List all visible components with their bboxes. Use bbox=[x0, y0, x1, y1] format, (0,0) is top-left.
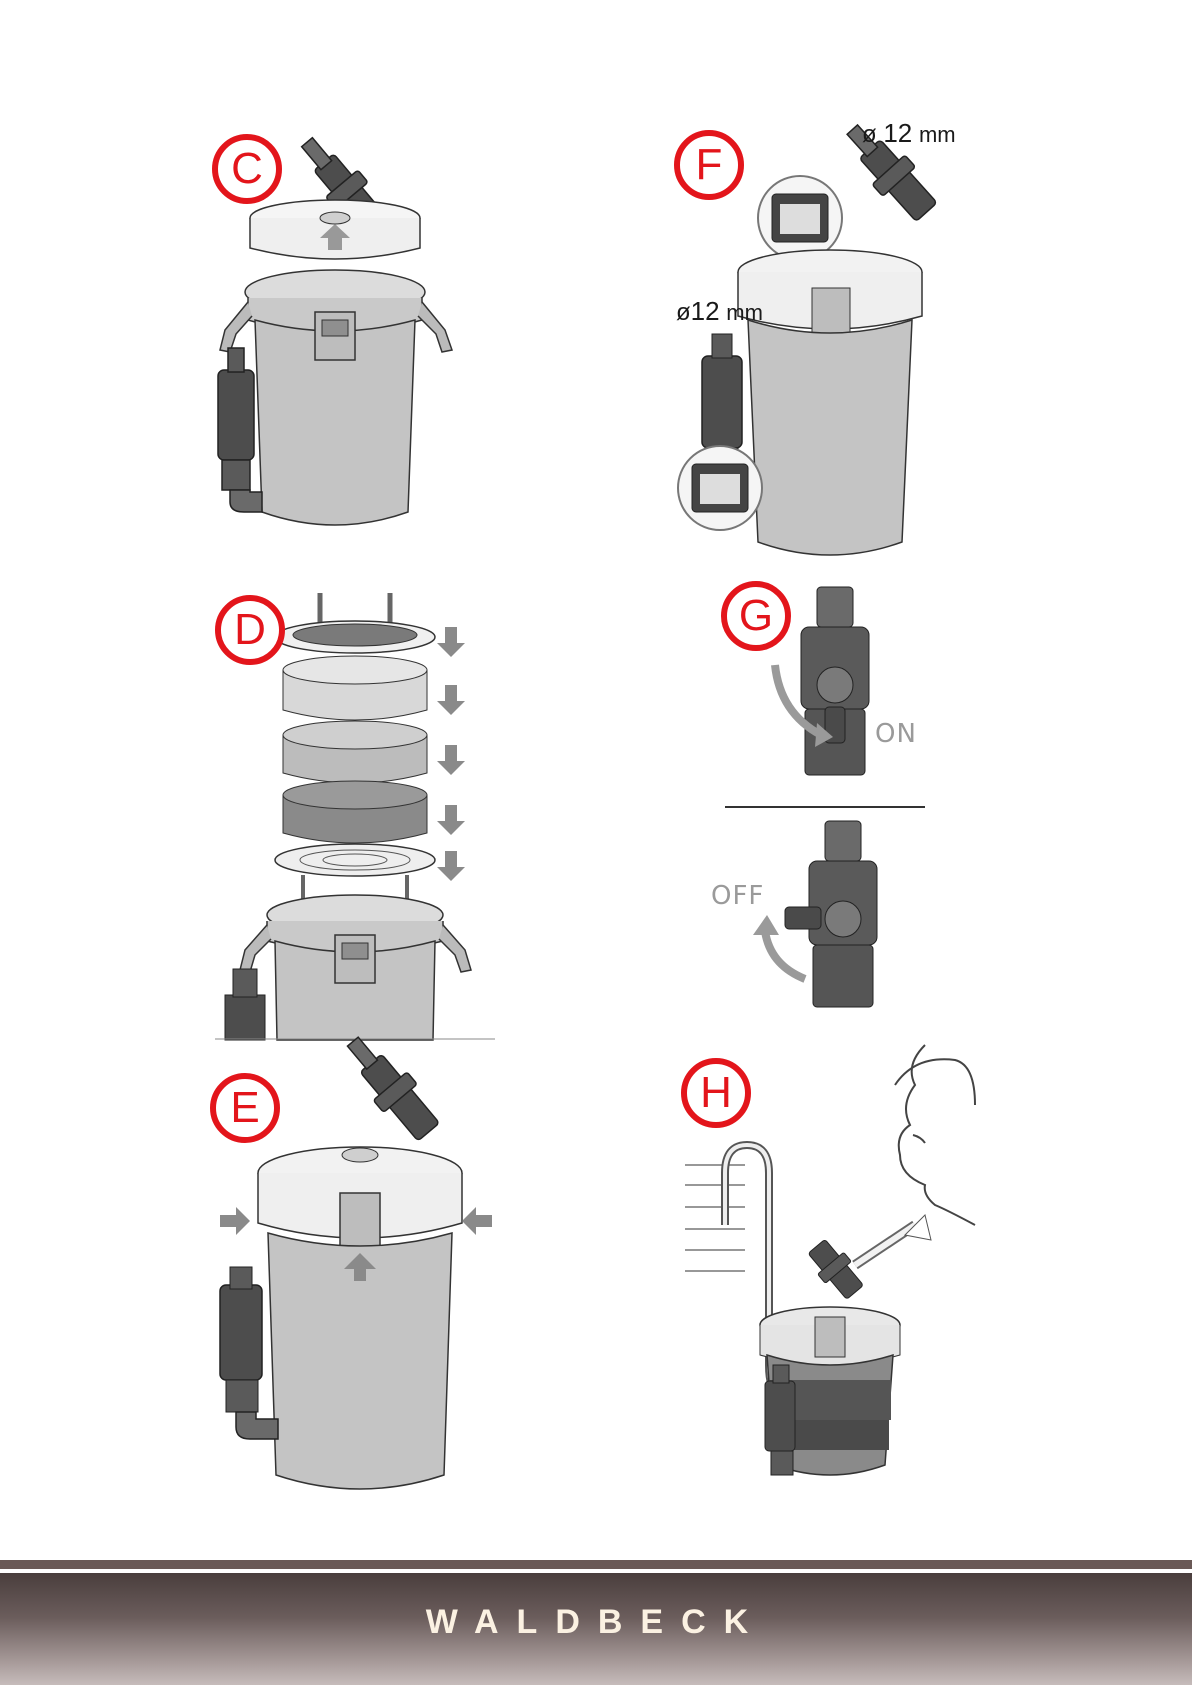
outlet-diameter-label: ø 12 mm bbox=[862, 118, 956, 149]
aquarium-water-lines bbox=[685, 1165, 745, 1271]
insert-arrows-icon bbox=[437, 627, 465, 881]
step-badge-c: C bbox=[212, 134, 282, 204]
diameter-unit: mm bbox=[919, 122, 956, 147]
step-badge-f: F bbox=[674, 130, 744, 200]
on-label: ON bbox=[875, 719, 917, 749]
footer-band: WALDBECK bbox=[0, 1573, 1192, 1685]
outlet-valve-icon bbox=[336, 1027, 446, 1146]
diameter-value: 12 bbox=[691, 296, 720, 326]
panel-d: D bbox=[215, 585, 495, 1040]
footer: WALDBECK bbox=[0, 1560, 1192, 1685]
panel-e: E bbox=[220, 1055, 510, 1495]
valve-on-off-illustration bbox=[725, 585, 955, 1025]
panel-g: G ON OFF bbox=[725, 585, 955, 1025]
step-badge-d: D bbox=[215, 595, 285, 665]
diameter-symbol: ø bbox=[676, 299, 691, 326]
step-badge-e: E bbox=[210, 1073, 280, 1143]
panel-h: H bbox=[685, 1045, 975, 1495]
step-badge-h: H bbox=[681, 1058, 751, 1128]
inlet-diameter-label: ø12 mm bbox=[676, 296, 763, 327]
panel-f: F ø 12 mm ø12 mm bbox=[680, 120, 980, 570]
diameter-symbol: ø bbox=[862, 121, 877, 148]
diameter-unit: mm bbox=[726, 300, 763, 325]
outlet-valve-icon bbox=[803, 1235, 868, 1303]
panel-c: C bbox=[200, 120, 500, 570]
brand-logo: WALDBECK bbox=[0, 1603, 1192, 1642]
sponge-layers bbox=[283, 656, 427, 843]
valve-off-icon bbox=[753, 821, 877, 1007]
diameter-value: 12 bbox=[883, 118, 912, 148]
off-label: OFF bbox=[711, 881, 764, 911]
footer-divider bbox=[0, 1560, 1192, 1569]
step-badge-g: G bbox=[721, 581, 791, 651]
